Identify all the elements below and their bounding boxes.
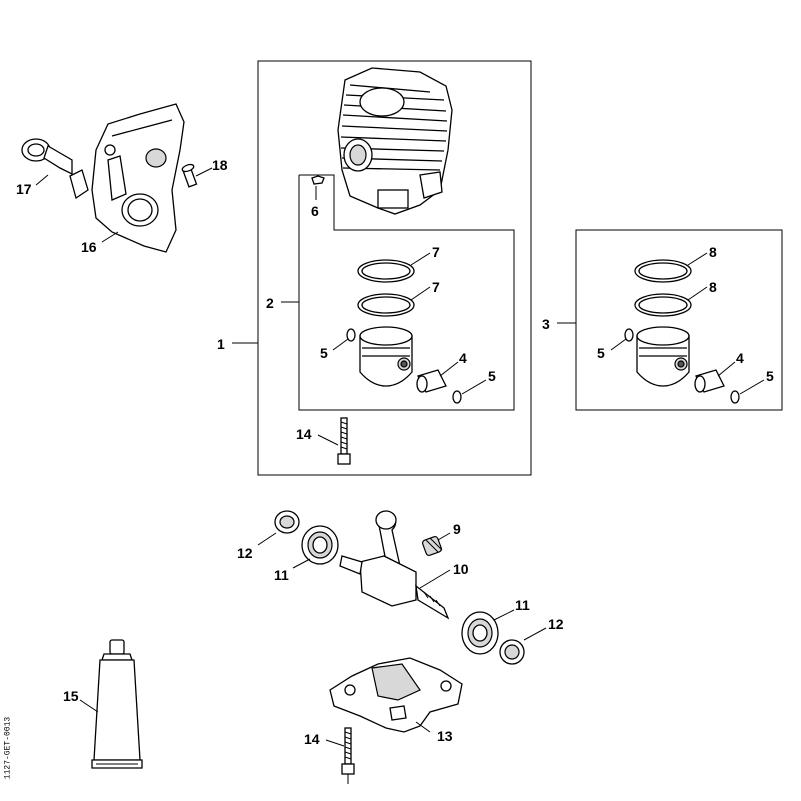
piston-ring-8a-part: [634, 259, 692, 283]
callout-4b: 4: [736, 350, 744, 366]
callout-3: 3: [542, 316, 550, 332]
callout-6: 6: [311, 203, 319, 219]
drawing-code: 1127-GET-0013: [1, 700, 15, 795]
group-box-3: [575, 229, 783, 411]
piston-ring-8b-part: [634, 293, 692, 317]
screw-14a-part: [337, 417, 351, 465]
callout-7a: 7: [432, 244, 440, 260]
callout-12a: 12: [237, 545, 253, 561]
piston-pin-4b-part: [694, 369, 725, 393]
callout-8a: 8: [709, 244, 717, 260]
grease-tube-15-part: [91, 639, 143, 769]
screw-18-part: [181, 163, 198, 188]
callout-14a: 14: [296, 426, 312, 442]
piston-3-part: [636, 326, 690, 387]
snap-ring-5c-part: [624, 328, 634, 342]
crankcase-13-part: [329, 657, 463, 733]
callout-14b: 14: [304, 731, 320, 747]
spring-clip-6-part: [311, 175, 325, 185]
leader-lines: [35, 167, 765, 747]
piston-ring-7a-part: [357, 259, 415, 283]
cylinder-part: [337, 67, 453, 215]
snap-ring-5a-part: [346, 328, 356, 342]
callout-5c: 5: [597, 345, 605, 361]
callout-9: 9: [453, 521, 461, 537]
callout-7b: 7: [432, 279, 440, 295]
callout-11b: 11: [515, 597, 530, 613]
callout-5d: 5: [766, 368, 774, 384]
callout-15: 15: [63, 688, 79, 704]
callout-8b: 8: [709, 279, 717, 295]
needle-cage-9-part: [421, 535, 443, 557]
ball-bearing-11b-part: [461, 611, 499, 655]
callout-2: 2: [266, 295, 274, 311]
callout-labels: 1 2 3 4 4 5 5 5 5 6 7 7 8 8 9 10 11 11 1…: [16, 157, 774, 747]
callout-10: 10: [453, 561, 469, 577]
ball-bearing-11a-part: [301, 525, 339, 565]
oil-seal-12a-part: [274, 510, 300, 534]
shroud-16-part: [69, 103, 185, 253]
group-box-2: [298, 174, 515, 411]
callout-4a: 4: [459, 350, 467, 366]
callout-5b: 5: [488, 368, 496, 384]
callout-13: 13: [437, 728, 453, 744]
callout-1: 1: [217, 336, 225, 352]
callout-16: 16: [81, 239, 97, 255]
group-box-1: [257, 60, 532, 476]
callout-17: 17: [16, 181, 32, 197]
piston-2-part: [359, 326, 413, 387]
callout-11a: 11: [274, 567, 289, 583]
snap-ring-5b-part: [452, 390, 462, 404]
piston-pin-4a-part: [416, 369, 447, 393]
crankshaft-10-part: [339, 510, 450, 620]
oil-seal-12b-part: [499, 639, 525, 665]
hook-17-part: [21, 138, 73, 176]
callout-5a: 5: [320, 345, 328, 361]
drawing-code-text: 1127-GET-0013: [3, 716, 13, 779]
snap-ring-5d-part: [730, 390, 740, 404]
screw-14b-part: [341, 727, 355, 784]
piston-ring-7b-part: [357, 293, 415, 317]
callout-12b: 12: [548, 616, 564, 632]
callout-18: 18: [212, 157, 228, 173]
